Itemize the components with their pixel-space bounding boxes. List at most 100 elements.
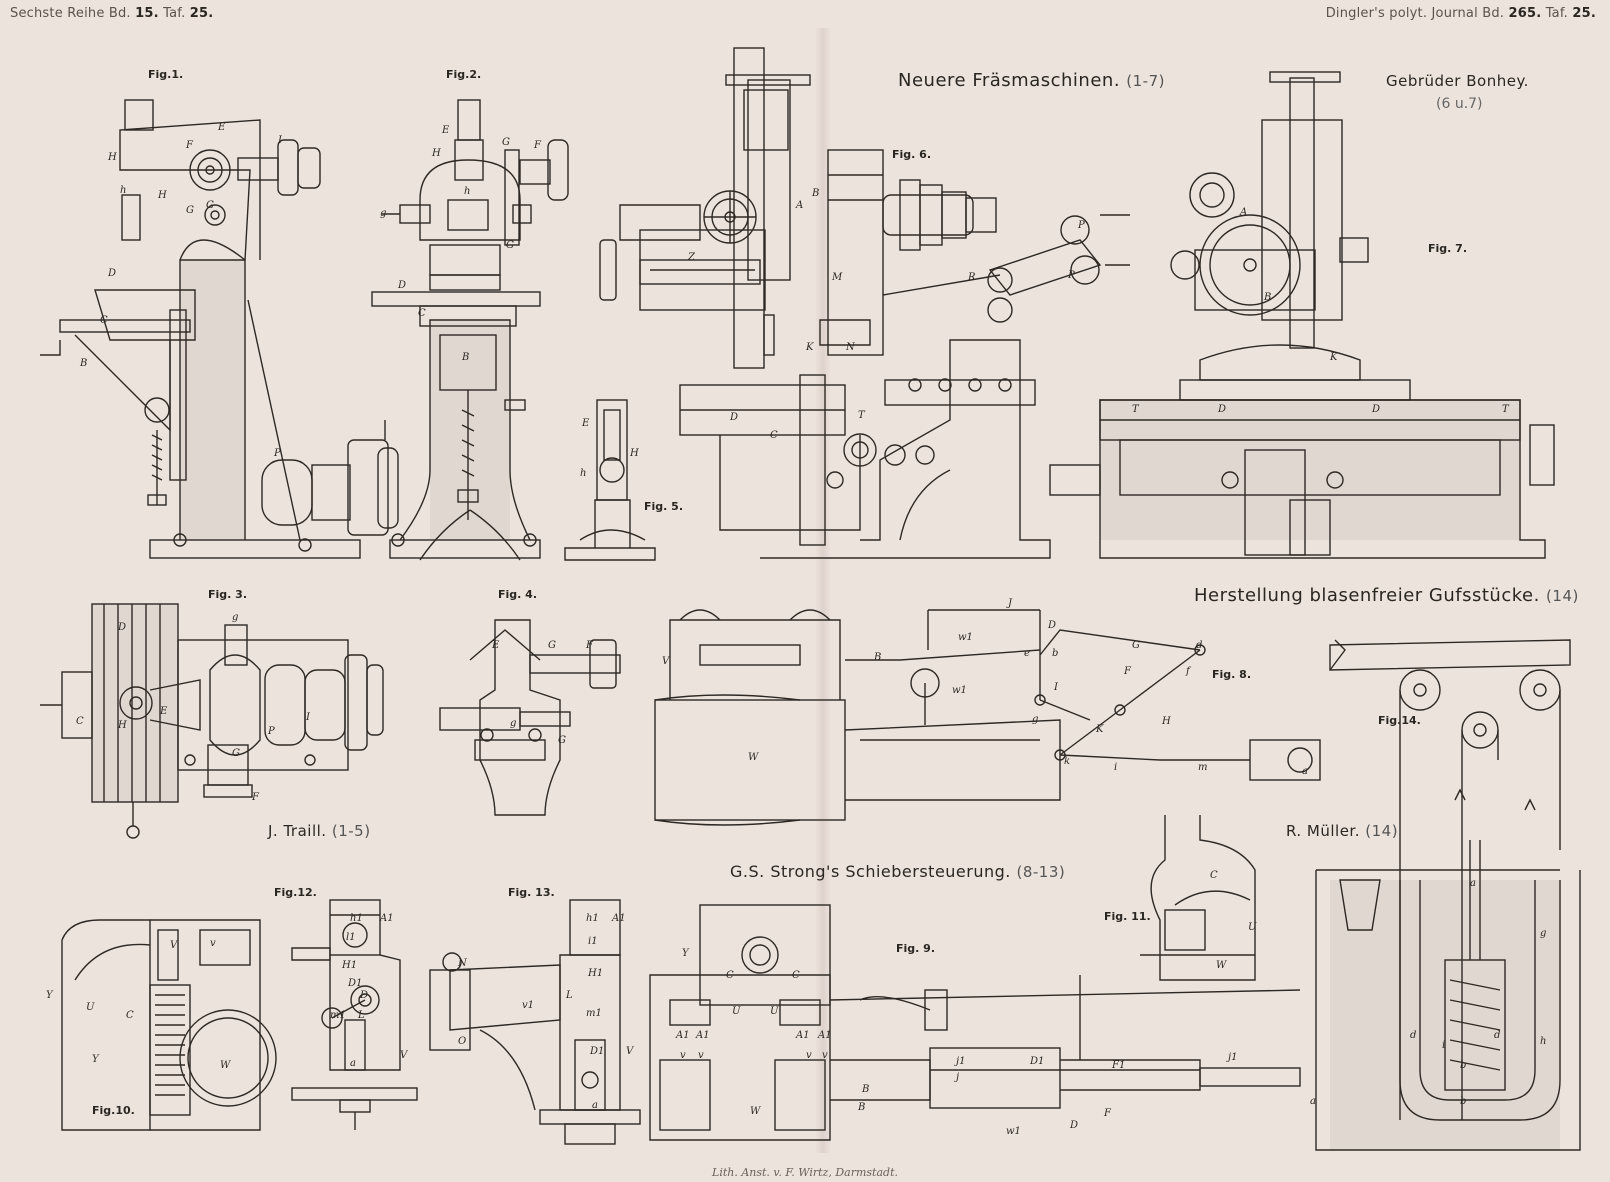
fig6-caption: Fig. 6. — [892, 148, 931, 161]
fig9-label: j1 — [1228, 1052, 1238, 1063]
fig10-label: Y — [46, 990, 53, 1001]
fig3-drawing — [40, 603, 384, 839]
title-strong: G.S. Strong's Schiebersteuerung. (8-13) — [730, 862, 1065, 881]
fig2-label: G — [502, 137, 510, 148]
fig6-label: T — [858, 410, 865, 421]
fig9-label: D1 — [1030, 1056, 1045, 1067]
fig12-label: l1 — [346, 932, 356, 943]
fig7-label: K — [1330, 352, 1338, 363]
fig12-label: L — [358, 1010, 365, 1021]
fig12-label: D — [360, 990, 369, 1001]
fig9-label: w1 — [1006, 1126, 1021, 1137]
fig1-label: G — [186, 205, 194, 216]
fig3-label: E — [160, 706, 168, 717]
fig7-caption: Fig. 7. — [1428, 242, 1467, 255]
fig1-label: H — [108, 152, 117, 163]
fig5-caption: Fig. 5. — [644, 500, 683, 513]
fig2-caption: Fig.2. — [446, 68, 482, 81]
fig9-label: W — [750, 1106, 761, 1117]
fig14-label: h — [1540, 1036, 1547, 1047]
fig3-label: G — [232, 748, 240, 759]
fig3-label: C — [76, 716, 84, 727]
fig4-label: E — [492, 640, 500, 651]
title-herstellung-ref: (14) — [1546, 587, 1579, 605]
fig1-label: h — [120, 185, 127, 196]
title-mueller-ref: (14) — [1365, 822, 1399, 840]
fig3-caption: Fig. 3. — [208, 588, 247, 601]
fig9-label: A1 — [676, 1030, 690, 1041]
fig8-label: m — [1198, 762, 1208, 773]
fig8-label: w1 — [952, 685, 967, 696]
fig9-label: B — [858, 1102, 866, 1113]
fig6-label: D — [730, 412, 739, 423]
fig13-label: D1 — [590, 1046, 605, 1057]
fig6-label: P — [1078, 220, 1085, 231]
fig14-label: b — [1460, 1060, 1467, 1071]
fig9-label: A1 — [796, 1030, 810, 1041]
fig13-caption: Fig. 13. — [508, 886, 555, 899]
fig8-label: d — [1196, 640, 1203, 651]
fig8-label: G — [1132, 640, 1140, 651]
fig10-label: U — [86, 1002, 95, 1013]
fig10-label: Y — [92, 1054, 99, 1065]
fig14-label: g — [1540, 928, 1547, 939]
fig12-label: A1 — [380, 913, 394, 924]
fig1-label: B — [80, 358, 88, 369]
fig3-label: P — [268, 726, 275, 737]
fig11-caption: Fig. 11. — [1104, 910, 1151, 923]
fig9-label: j — [956, 1072, 960, 1083]
fig1-label: H — [158, 190, 167, 201]
fig3-label: I — [306, 712, 310, 723]
fig6-label: C — [770, 430, 778, 441]
fig6-label: M — [832, 272, 843, 283]
fig13-label: O — [458, 1036, 467, 1047]
fig2-label: h — [464, 186, 471, 197]
fig12-label: a — [350, 1058, 356, 1069]
fig7-label: T — [1132, 404, 1139, 415]
fig9-label: Y — [682, 948, 689, 959]
title-traill: J. Traill. (1-5) — [268, 822, 371, 840]
fig9-label: a — [1310, 1096, 1316, 1107]
shading — [92, 260, 1560, 1150]
fig2-label: H — [432, 148, 441, 159]
fig9-label: j1 — [956, 1056, 966, 1067]
fig9-label: U — [732, 1006, 741, 1017]
fig8-drawing — [654, 609, 1321, 826]
fig14-label: d — [1494, 1030, 1501, 1041]
fig2-label: D — [398, 280, 407, 291]
title-fraesmaschinen-ref: (1-7) — [1126, 72, 1165, 90]
fig12-label: m1 — [330, 1010, 346, 1021]
title-fraesmaschinen-text: Neuere Fräsmaschinen. — [898, 70, 1121, 91]
fig12-label: D1 — [348, 978, 363, 989]
fig11-label: W — [1216, 960, 1227, 971]
fig14-label: b — [1460, 1096, 1467, 1107]
fig9-label: v — [698, 1050, 704, 1061]
fig3-label: H — [118, 720, 127, 731]
fig9-label: A1 — [696, 1030, 710, 1041]
title-bonhey: Gebrüder Bonhey. — [1386, 72, 1529, 90]
fig8-label: i — [1114, 762, 1118, 773]
fig5-label: H — [630, 448, 639, 459]
fig14-drawing — [1315, 639, 1581, 1151]
fig14-label: a — [1470, 878, 1476, 889]
fig1-label: D — [108, 268, 117, 279]
fig8-label: b — [1052, 648, 1059, 659]
fig8-label: D — [1048, 620, 1057, 631]
fig9-label: F — [1104, 1108, 1111, 1119]
fig13-label: H1 — [588, 968, 604, 979]
header-left-volume: 15. — [135, 6, 159, 21]
fig11-drawing — [1140, 815, 1256, 981]
fig10-label: W — [220, 1060, 231, 1071]
title-mueller: R. Müller. (14) — [1286, 822, 1398, 840]
fig9-label: C — [726, 970, 734, 981]
fig4-drawing — [439, 619, 621, 816]
fig10-label: v — [210, 938, 216, 949]
fig6-label: K — [806, 342, 814, 353]
fig9-label: F1 — [1112, 1060, 1126, 1071]
center-fold — [815, 28, 831, 1153]
title-mueller-text: R. Müller. — [1286, 822, 1360, 840]
lithographer-imprint: Lith. Anst. v. F. Wirtz, Darmstadt. — [712, 1166, 898, 1179]
fig8-label: V — [662, 656, 670, 667]
header-left-prefix: Sechste Reihe Bd. — [10, 6, 131, 21]
fig11-label: U — [1248, 922, 1257, 933]
